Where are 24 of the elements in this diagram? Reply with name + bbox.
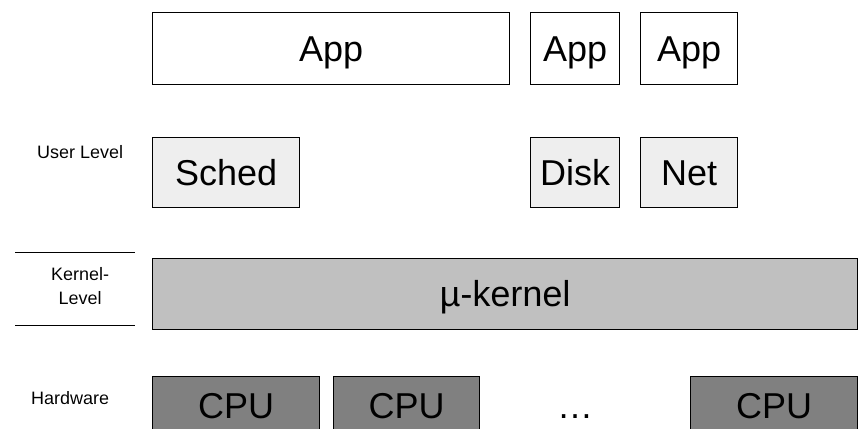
box-label: CPU: [736, 385, 812, 427]
box-label: Disk: [540, 152, 610, 194]
app-box: [152, 12, 510, 85]
box-label: App: [542, 28, 608, 70]
box-label: Sched: [174, 152, 278, 194]
box-label: CPU: [368, 385, 444, 427]
cpu-box: [333, 376, 480, 429]
cpu-box: [152, 376, 320, 429]
ellipsis: …: [556, 384, 594, 428]
app-box: [640, 12, 738, 85]
layer-label: Kernel-Level: [50, 263, 110, 310]
layer-label: User Level: [36, 141, 124, 164]
box-label: App: [656, 28, 722, 70]
service-box: [640, 137, 738, 208]
kernel-bar: [152, 258, 858, 330]
box-label: µ-kernel: [440, 273, 570, 315]
service-box: [152, 137, 300, 208]
box-label: Net: [660, 152, 718, 194]
box-label: App: [298, 28, 364, 70]
layer-label: Hardware: [30, 387, 110, 410]
cpu-box: [690, 376, 858, 429]
box-label: CPU: [198, 385, 274, 427]
service-box: [530, 137, 620, 208]
app-box: [530, 12, 620, 85]
